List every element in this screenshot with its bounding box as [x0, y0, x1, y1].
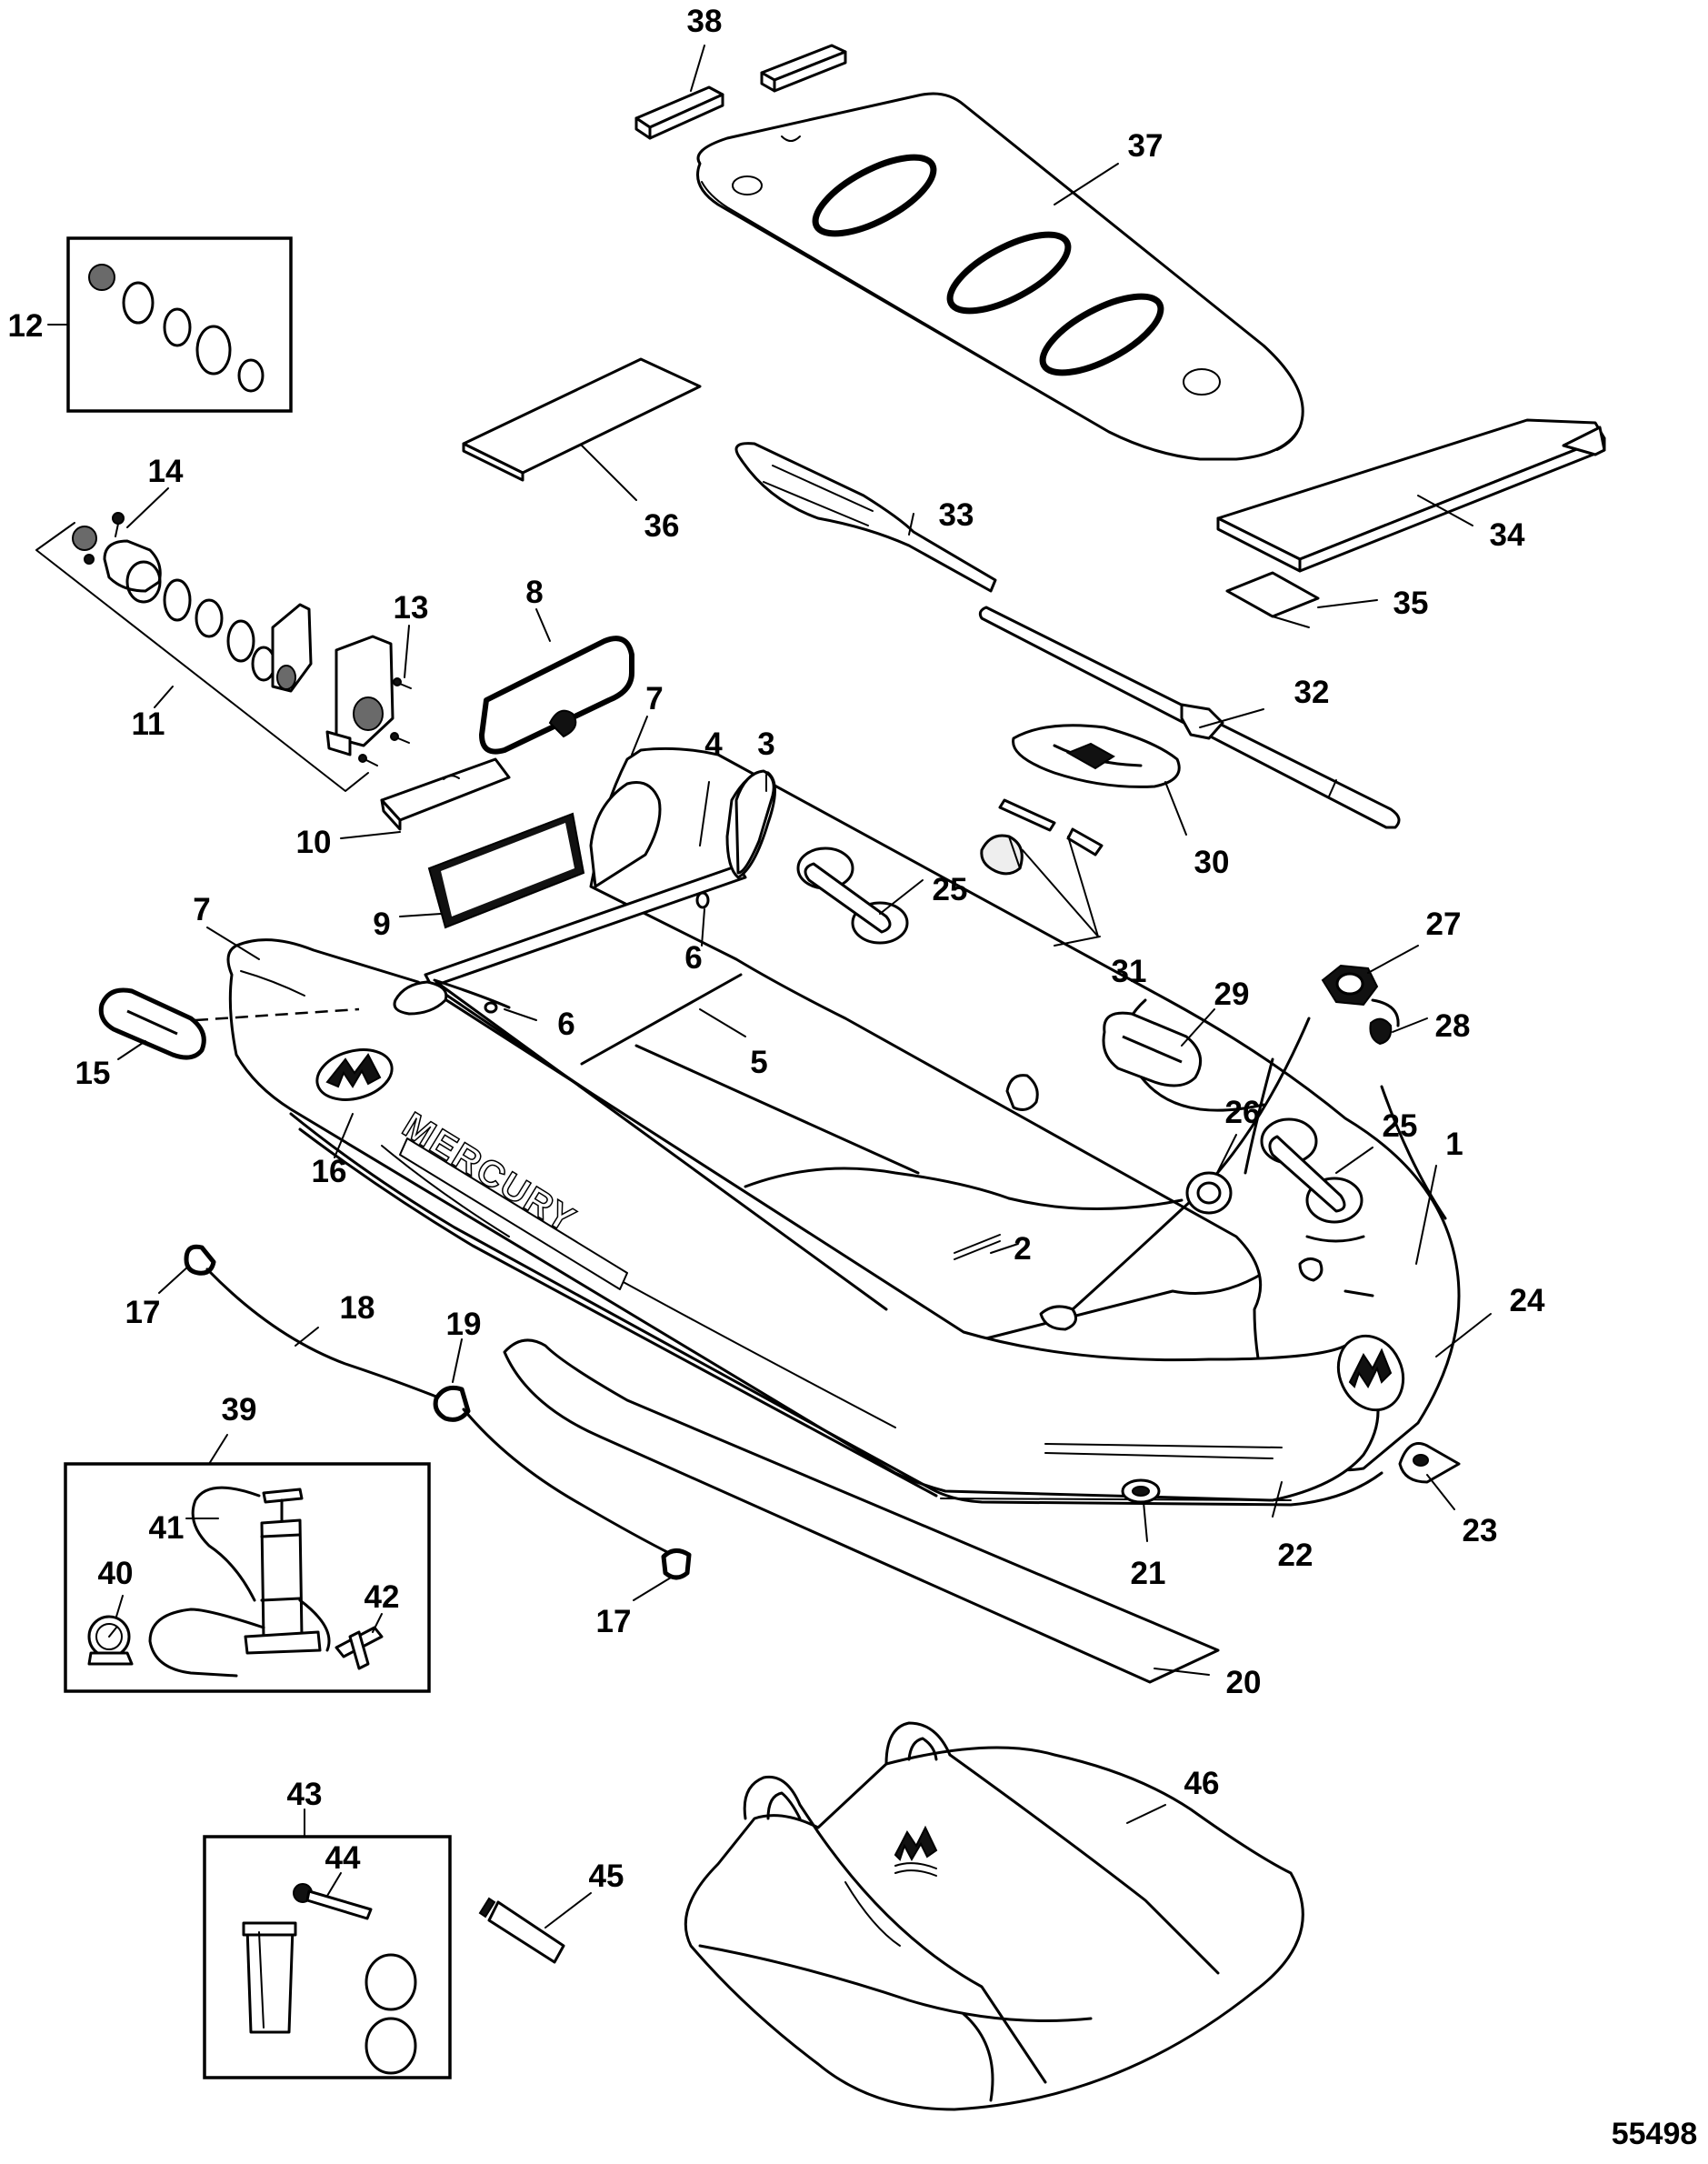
part-10-bracket [380, 757, 511, 831]
callout-25b: 25 [1383, 1108, 1418, 1144]
callout-6b: 6 [557, 1007, 574, 1042]
callout-8: 8 [525, 575, 543, 610]
part-21-bottom-valve [1121, 1478, 1161, 1504]
callout-28: 28 [1435, 1008, 1471, 1044]
callout-13: 13 [394, 590, 429, 626]
callout-46: 46 [1184, 1766, 1220, 1801]
callout-37: 37 [1128, 128, 1164, 164]
mercury-logo-icon [894, 1825, 938, 1877]
callout-12: 12 [8, 308, 44, 344]
callout-7: 7 [645, 681, 663, 716]
callout-33: 33 [939, 497, 974, 533]
callout-21: 21 [1131, 1556, 1166, 1591]
repair-glue-cup [242, 1921, 297, 2034]
part-44-valve-wrench [293, 1883, 373, 1920]
callout-30: 30 [1194, 845, 1230, 880]
part-8-pad [479, 636, 634, 755]
part-28-drain-plug [1369, 1017, 1393, 1046]
callout-7b: 7 [193, 892, 210, 927]
callout-4: 4 [704, 726, 723, 762]
part-41-pump [148, 1486, 331, 1678]
callout-11: 11 [132, 706, 165, 742]
callout-41: 41 [149, 1510, 185, 1546]
part-45-adhesive-tube [478, 1897, 565, 1964]
callout-45: 45 [589, 1858, 624, 1894]
part-32-oar-shaft [978, 606, 1401, 829]
part-23-towing-eye [1398, 1442, 1461, 1484]
part-18-safety-rope [184, 1244, 692, 1580]
callout-40: 40 [98, 1556, 134, 1591]
callout-35: 35 [1393, 586, 1429, 621]
part-40-pressure-gauge-icon [87, 1615, 134, 1666]
part-39-pump-kit [64, 1462, 431, 1693]
callout-29: 29 [1214, 977, 1250, 1012]
part-1-boat-hull: MERCURY [226, 746, 1461, 1507]
callout-38: 38 [687, 4, 723, 39]
callout-27: 27 [1426, 907, 1462, 942]
callout-25: 25 [933, 872, 968, 907]
callout-36: 36 [644, 508, 680, 544]
callout-10: 10 [296, 825, 332, 860]
part-42-valve-adapter [335, 1626, 384, 1670]
callout-5: 5 [750, 1045, 767, 1080]
callout-1: 1 [1445, 1127, 1463, 1162]
part-27-drain-valve [1321, 964, 1400, 1027]
callout-20: 20 [1226, 1665, 1262, 1700]
callout-31: 31 [1112, 954, 1147, 989]
callout-15: 15 [75, 1056, 111, 1091]
mercury-logo-icon [1336, 1334, 1405, 1412]
callout-42: 42 [365, 1579, 400, 1615]
callout-39: 39 [222, 1392, 257, 1428]
part-9-transom-plate [427, 812, 585, 929]
callout-2: 2 [1014, 1231, 1031, 1267]
callout-9: 9 [373, 907, 390, 942]
callout-6: 6 [684, 940, 702, 976]
callout-34: 34 [1490, 517, 1525, 553]
callout-24: 24 [1510, 1283, 1545, 1318]
part-35-seat-bracket [1225, 571, 1320, 628]
callout-22: 22 [1278, 1538, 1313, 1573]
callout-16: 16 [312, 1154, 347, 1189]
part-37-floorboard [696, 92, 1304, 461]
callout-17b: 17 [596, 1604, 632, 1639]
callout-44: 44 [325, 1840, 361, 1876]
leader-lines [47, 45, 1492, 1929]
mercury-logo-icon [315, 1048, 394, 1101]
part-26-tube-valve [1185, 1171, 1233, 1215]
part-11-valve-assembly [35, 512, 412, 792]
callout-3: 3 [757, 726, 774, 762]
callout-43: 43 [287, 1777, 323, 1812]
callout-labels: 1 2 3 4 5 6 6 7 7 8 9 10 11 12 13 14 15 … [8, 4, 1698, 2151]
callout-32: 32 [1294, 675, 1330, 710]
part-46-carry-bag [684, 1721, 1304, 2111]
callout-23: 23 [1463, 1513, 1498, 1548]
part-25-handle [1260, 1117, 1363, 1224]
callout-17: 17 [125, 1295, 161, 1330]
part-25-handle [796, 847, 909, 945]
part-36-floor-strip [462, 357, 702, 482]
part-30-oarlock [1012, 724, 1181, 788]
callout-18: 18 [340, 1290, 375, 1326]
part-31-oarlock-hardware [980, 798, 1104, 876]
callout-19: 19 [446, 1307, 482, 1342]
part-38-floor-stringers [634, 44, 847, 140]
part-34-seat [1216, 418, 1606, 573]
callout-26: 26 [1225, 1095, 1261, 1130]
part-33-oar [734, 442, 997, 593]
figure-number: 55498 [1612, 2117, 1698, 2151]
part-12-valve-seal-kit [66, 236, 293, 413]
part-15-towing-ring [98, 987, 206, 1060]
part-43-repair-kit [203, 1835, 452, 2079]
part-20-keel-strip [503, 1338, 1220, 1684]
part-29-seat-strap [1102, 1011, 1203, 1087]
callout-14: 14 [148, 454, 184, 489]
